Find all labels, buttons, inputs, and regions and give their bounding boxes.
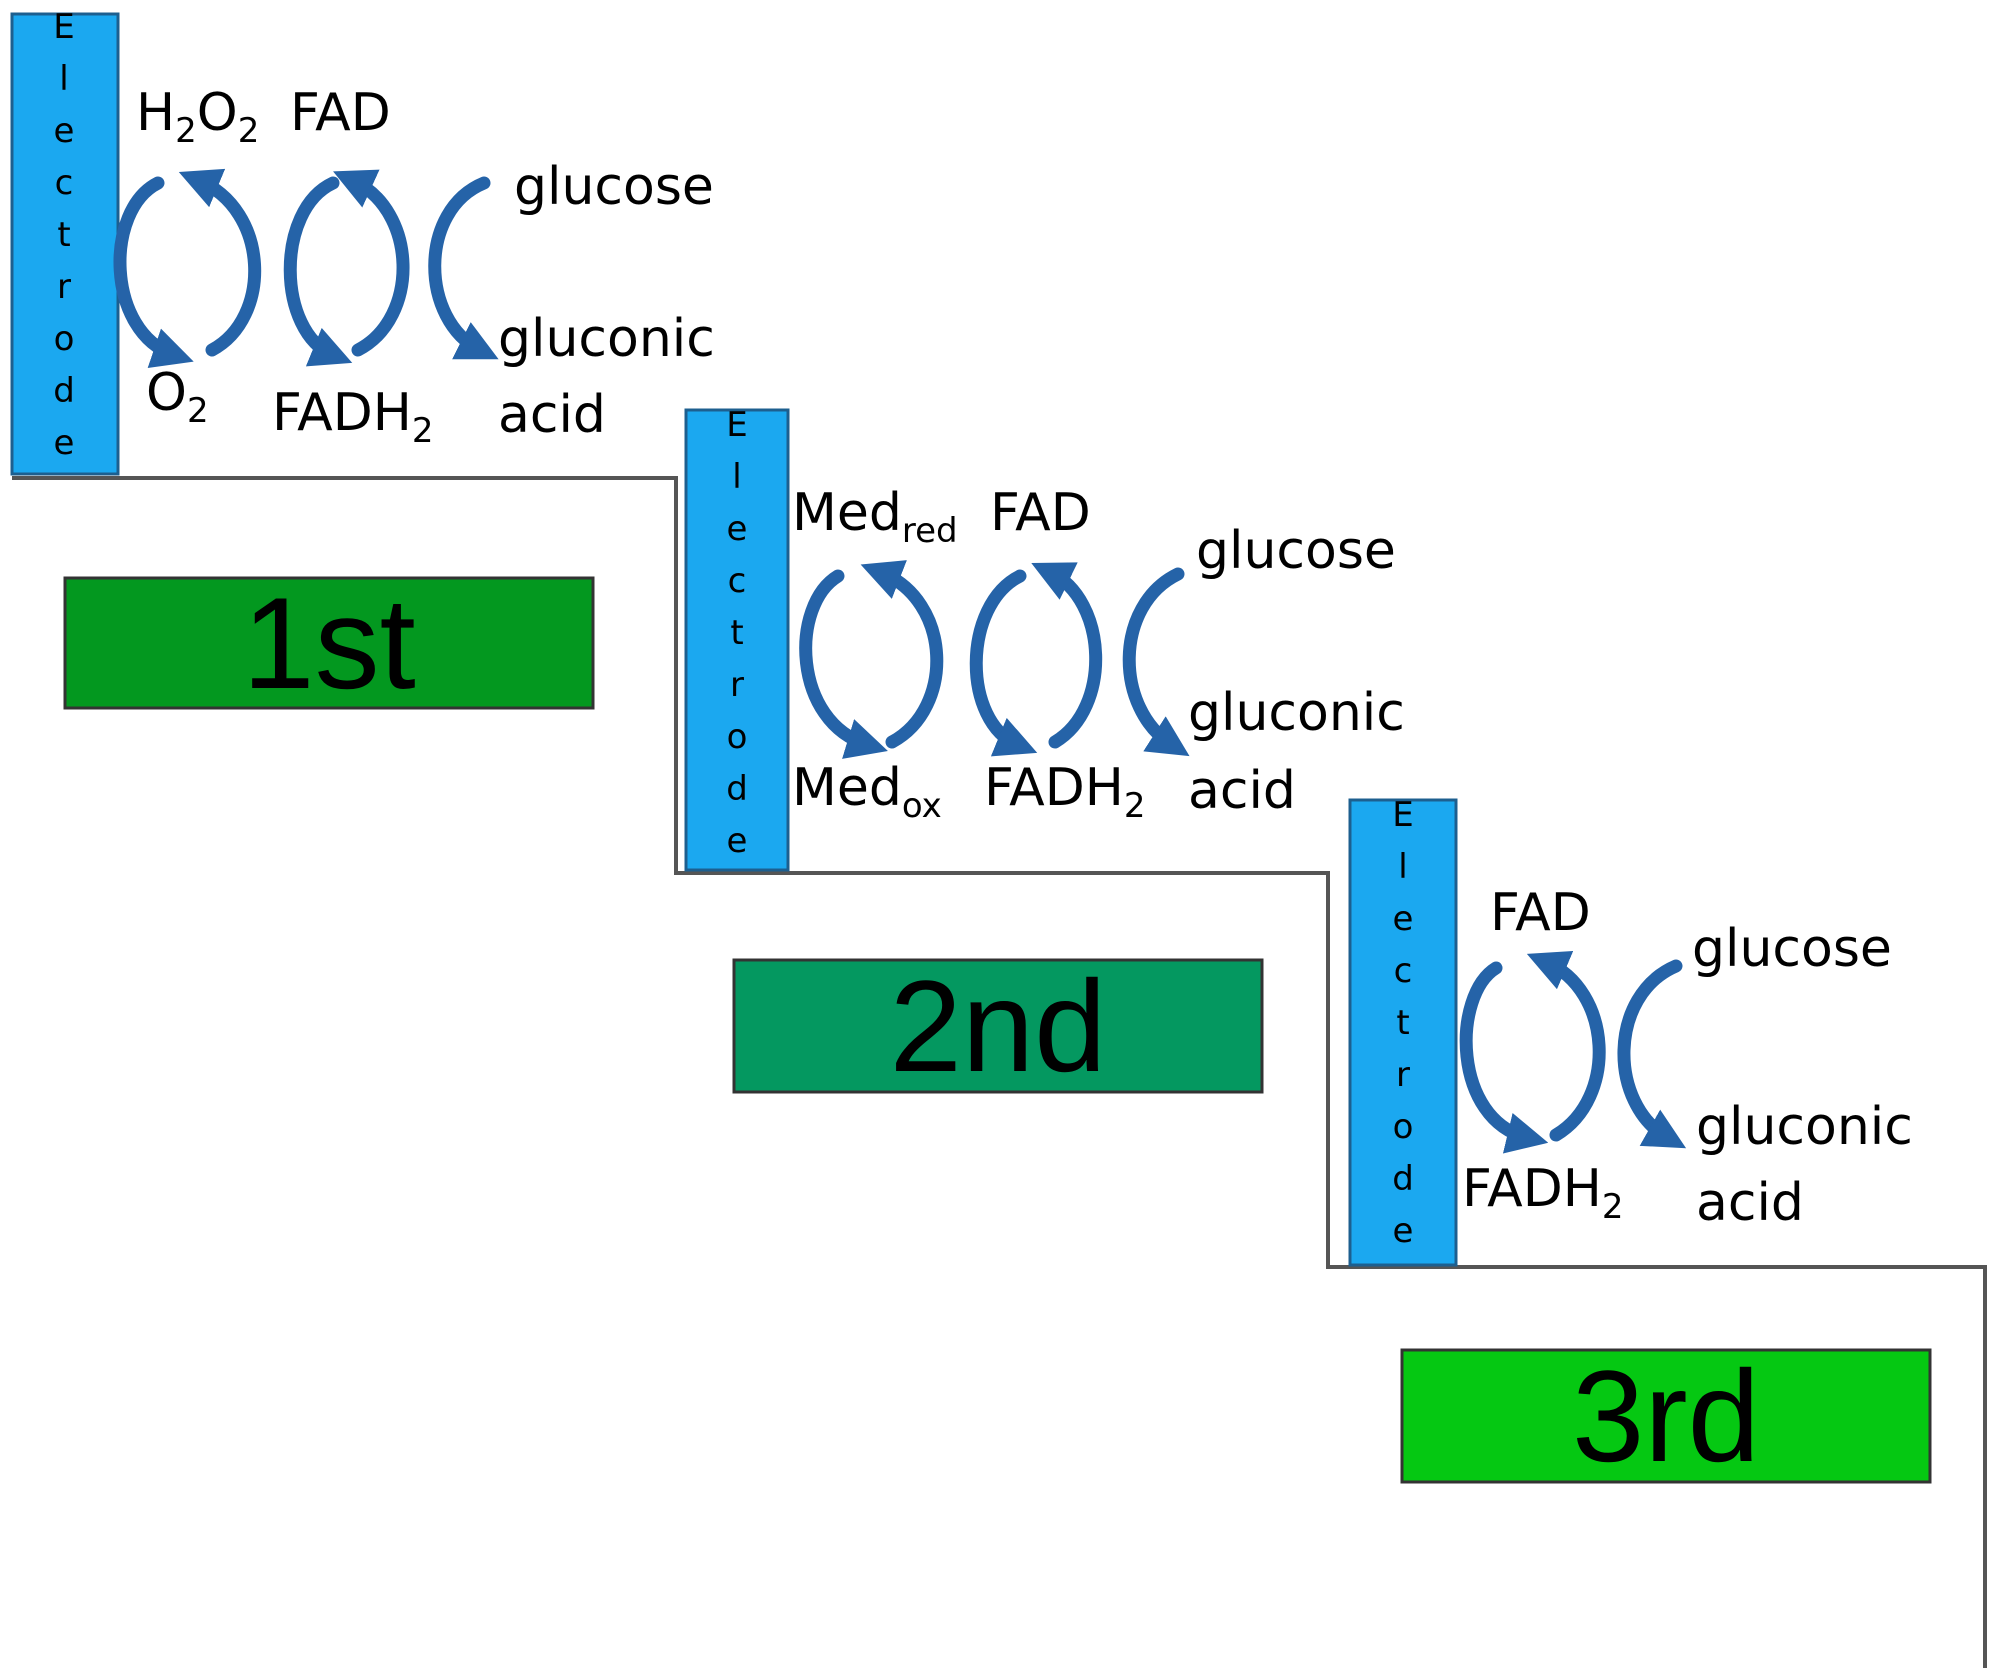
mediator-2-bottom-label: Medox: [792, 758, 942, 826]
substrate-3-bottom-line1: gluconic: [1696, 1097, 1913, 1157]
electrode-letter: t: [1396, 1003, 1409, 1043]
electrode-letter: e: [1393, 1211, 1414, 1251]
generation-2-badge: [732, 958, 1264, 1094]
generation-2-label: 2nd: [890, 953, 1107, 1099]
electrode-letter: e: [54, 423, 75, 463]
cofactor-3-top-label: FAD: [1490, 883, 1591, 943]
cofactor-3-left-arrow: [1459, 961, 1549, 1154]
mediator-2-left-arrow: [799, 569, 888, 759]
electrode-letter: E: [1392, 795, 1413, 835]
cofactor-2-right-arrow: [1031, 562, 1103, 749]
generation-3-label: 3rd: [1572, 1343, 1760, 1489]
electrode-letter: t: [57, 215, 70, 255]
electrode-letter: c: [55, 163, 74, 203]
mediator-1-top-label: H2O2: [136, 83, 259, 151]
cofactor-2-left-arrow: [969, 569, 1038, 757]
electrode-letter: r: [1396, 1055, 1410, 1095]
cofactor-1-bottom-label: FADH2: [272, 383, 434, 451]
cofactor-2-top-label: FAD: [990, 483, 1091, 543]
substrate-1-top-label: glucose: [514, 157, 714, 217]
substrate-2-arrow: [1122, 567, 1190, 757]
generation-3-badge: [1400, 1348, 1932, 1484]
electrode-letter: e: [1393, 899, 1414, 939]
electrode-letter: o: [1393, 1107, 1414, 1147]
substrate-3-bottom-line2: acid: [1696, 1173, 1804, 1233]
cofactor-1-right-arrow: [333, 169, 410, 357]
electrode-letter: d: [53, 371, 75, 411]
mediator-1-bottom-label: O2: [146, 363, 209, 431]
staircase-line: [12, 476, 1987, 1668]
mediator-1-right-arrow: [178, 168, 261, 357]
cofactor-1-left-arrow: [283, 176, 353, 367]
mediator-1-left-arrow: [113, 176, 194, 368]
electrode-letter: t: [730, 613, 743, 653]
electrode-letter: l: [732, 457, 741, 497]
generation-1-badge: [63, 576, 595, 710]
electrode-letter: l: [59, 59, 68, 99]
electrode-letter: c: [1394, 951, 1413, 991]
cofactor-2-bottom-label: FADH2: [984, 758, 1146, 826]
electrode-letter: r: [730, 665, 744, 705]
electrode-letter: r: [57, 267, 71, 307]
electrode-letter: o: [727, 717, 748, 757]
electrode-letter: e: [54, 111, 75, 151]
electrode-letter: o: [54, 319, 75, 359]
substrate-3-arrow: [1617, 959, 1687, 1149]
electrode-letter: d: [726, 769, 748, 809]
mediator-2-right-arrow: [860, 560, 944, 749]
electrode-letter: c: [728, 561, 747, 601]
electrode-letter: d: [1392, 1159, 1414, 1199]
mediator-2-top-label: Medred: [792, 483, 958, 551]
substrate-2-bottom-line1: gluconic: [1188, 683, 1405, 743]
generation-1-label: 1st: [242, 570, 415, 716]
electrode-3: [1348, 798, 1458, 1267]
substrate-2-top-label: glucose: [1196, 521, 1396, 581]
electrode-letter: e: [727, 821, 748, 861]
electrode-letter: e: [727, 509, 748, 549]
substrate-1-bottom-line1: gluconic: [498, 309, 715, 369]
electrode-letter: E: [726, 405, 747, 445]
electrode-2: [684, 408, 790, 872]
cofactor-1-top-label: FAD: [290, 83, 391, 143]
substrate-3-top-label: glucose: [1692, 919, 1892, 979]
electrode-letter: l: [1398, 847, 1407, 887]
cofactor-3-bottom-label: FADH2: [1462, 1159, 1624, 1227]
electrode-letter: E: [53, 7, 74, 47]
substrate-1-bottom-line2: acid: [498, 385, 606, 445]
cofactor-3-right-arrow: [1526, 951, 1606, 1142]
substrate-2-bottom-line2: acid: [1188, 761, 1296, 821]
substrate-1-arrow: [428, 176, 499, 360]
